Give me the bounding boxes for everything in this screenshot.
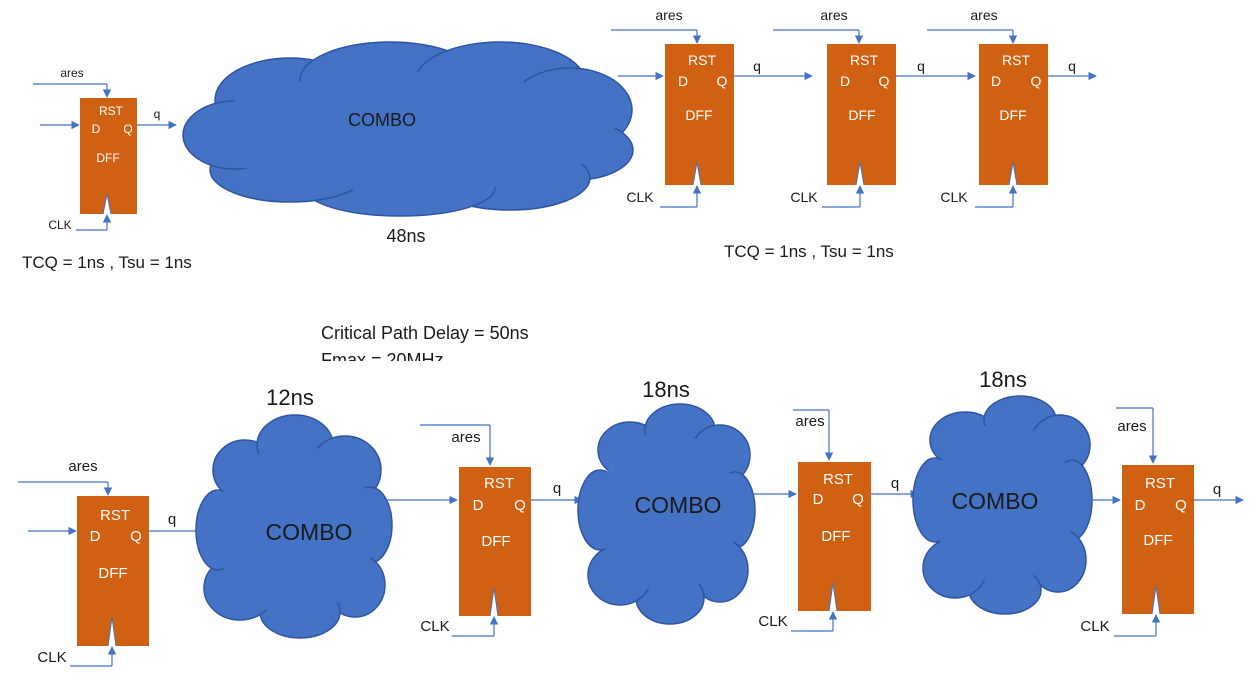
ares-label: ares xyxy=(795,413,824,430)
dff-bottom-1: ares RST D Q DFF CLK q xyxy=(18,458,207,667)
ares-label: ares xyxy=(655,7,682,23)
ares-label: ares xyxy=(1117,418,1146,435)
d-pin-label: D xyxy=(840,73,850,89)
dff-block xyxy=(80,98,137,214)
clk-label: CLK xyxy=(48,218,71,232)
dff-block xyxy=(1122,465,1194,614)
dff-top-3: ares RST D Q DFF CLK q xyxy=(773,7,976,208)
dff-label: DFF xyxy=(685,107,712,123)
clk-label: CLK xyxy=(626,189,654,205)
dff-bottom-4: ares RST D Q DFF CLK q xyxy=(1080,407,1244,637)
clk-label: CLK xyxy=(1080,618,1109,635)
combo-label: COMBO xyxy=(348,110,416,130)
rst-pin-label: RST xyxy=(1002,52,1030,68)
rst-pin-label: RST xyxy=(484,475,514,492)
clk-label: CLK xyxy=(790,189,818,205)
d-pin-label: D xyxy=(1135,497,1146,514)
dff-label: DFF xyxy=(848,107,875,123)
dff-block xyxy=(665,44,734,185)
q-wire-label: q xyxy=(917,58,925,74)
critical-path-delay: Critical Path Delay = 50ns xyxy=(321,323,529,343)
q-pin-label: Q xyxy=(879,73,890,89)
dff-top-4: ares RST D Q DFF CLK q xyxy=(927,7,1097,208)
clk-label: CLK xyxy=(940,189,968,205)
rst-pin-label: RST xyxy=(99,104,124,118)
q-wire-label: q xyxy=(753,58,761,74)
dff-label: DFF xyxy=(481,533,510,550)
dff-label: DFF xyxy=(96,151,119,165)
bottom-delay-3: 18ns xyxy=(979,367,1027,392)
combo-label: COMBO xyxy=(266,519,353,545)
top-timing-left: TCQ = 1ns , Tsu = 1ns xyxy=(22,253,192,272)
bottom-pipeline: ares RST D Q DFF CLK q xyxy=(18,367,1244,667)
dff-label: DFF xyxy=(821,528,850,545)
rst-pin-label: RST xyxy=(688,52,716,68)
d-pin-label: D xyxy=(92,122,101,136)
dff-label: DFF xyxy=(999,107,1026,123)
q-wire-label: q xyxy=(891,475,899,492)
q-wire-label: q xyxy=(1068,58,1076,74)
combo-cloud-top: COMBO xyxy=(182,41,634,217)
bottom-delay-2: 18ns xyxy=(642,377,690,402)
d-pin-label: D xyxy=(813,491,824,508)
d-pin-label: D xyxy=(90,528,101,545)
dff-block xyxy=(459,467,531,616)
dff-label: DFF xyxy=(98,565,127,582)
d-pin-label: D xyxy=(991,73,1001,89)
top-timing-right: TCQ = 1ns , Tsu = 1ns xyxy=(724,242,894,261)
ares-label: ares xyxy=(451,429,480,446)
q-pin-label: Q xyxy=(130,528,142,545)
q-wire-label: q xyxy=(553,480,561,497)
combo-label: COMBO xyxy=(635,492,722,518)
clk-label: CLK xyxy=(758,613,787,630)
rst-pin-label: RST xyxy=(850,52,878,68)
q-pin-label: Q xyxy=(717,73,728,89)
fmax-mask xyxy=(315,361,615,379)
ares-label: ares xyxy=(970,7,997,23)
q-wire-label: q xyxy=(154,107,161,121)
d-pin-label: D xyxy=(473,497,484,514)
d-pin-label: D xyxy=(678,73,688,89)
q-pin-label: Q xyxy=(1175,497,1187,514)
ares-label: ares xyxy=(60,66,83,80)
top-pipeline: ares RST D Q DFF CLK q xyxy=(22,7,1097,272)
ares-label: ares xyxy=(68,458,97,475)
rst-pin-label: RST xyxy=(100,507,130,524)
dff-top-1: ares RST D Q DFF CLK q xyxy=(33,66,177,232)
top-combo-delay: 48ns xyxy=(386,226,425,246)
dff-block xyxy=(979,44,1048,185)
dff-block xyxy=(827,44,896,185)
clk-label: CLK xyxy=(420,618,449,635)
ares-label: ares xyxy=(820,7,847,23)
q-wire-label: q xyxy=(168,511,176,528)
combo-cloud-bottom-1: COMBO xyxy=(195,414,393,639)
dff-label: DFF xyxy=(1143,532,1172,549)
rst-pin-label: RST xyxy=(1145,475,1175,492)
bottom-delay-1: 12ns xyxy=(266,385,314,410)
rst-pin-label: RST xyxy=(823,471,853,488)
dff-top-2: ares RST D Q DFF CLK q xyxy=(611,7,813,208)
combo-cloud-bottom-3: COMBO xyxy=(912,395,1093,615)
q-pin-label: Q xyxy=(852,491,864,508)
dff-block xyxy=(798,462,871,611)
q-pin-label: Q xyxy=(514,497,526,514)
q-pin-label: Q xyxy=(1031,73,1042,89)
q-wire-label: q xyxy=(1213,481,1221,498)
q-pin-label: Q xyxy=(123,122,132,136)
dff-bottom-2: ares RST D Q DFF CLK q xyxy=(420,424,583,637)
combo-cloud-bottom-2: COMBO xyxy=(577,403,756,625)
combo-label: COMBO xyxy=(952,488,1039,514)
clk-label: CLK xyxy=(37,649,66,666)
dff-bottom-3: ares RST D Q DFF CLK q xyxy=(758,409,919,632)
